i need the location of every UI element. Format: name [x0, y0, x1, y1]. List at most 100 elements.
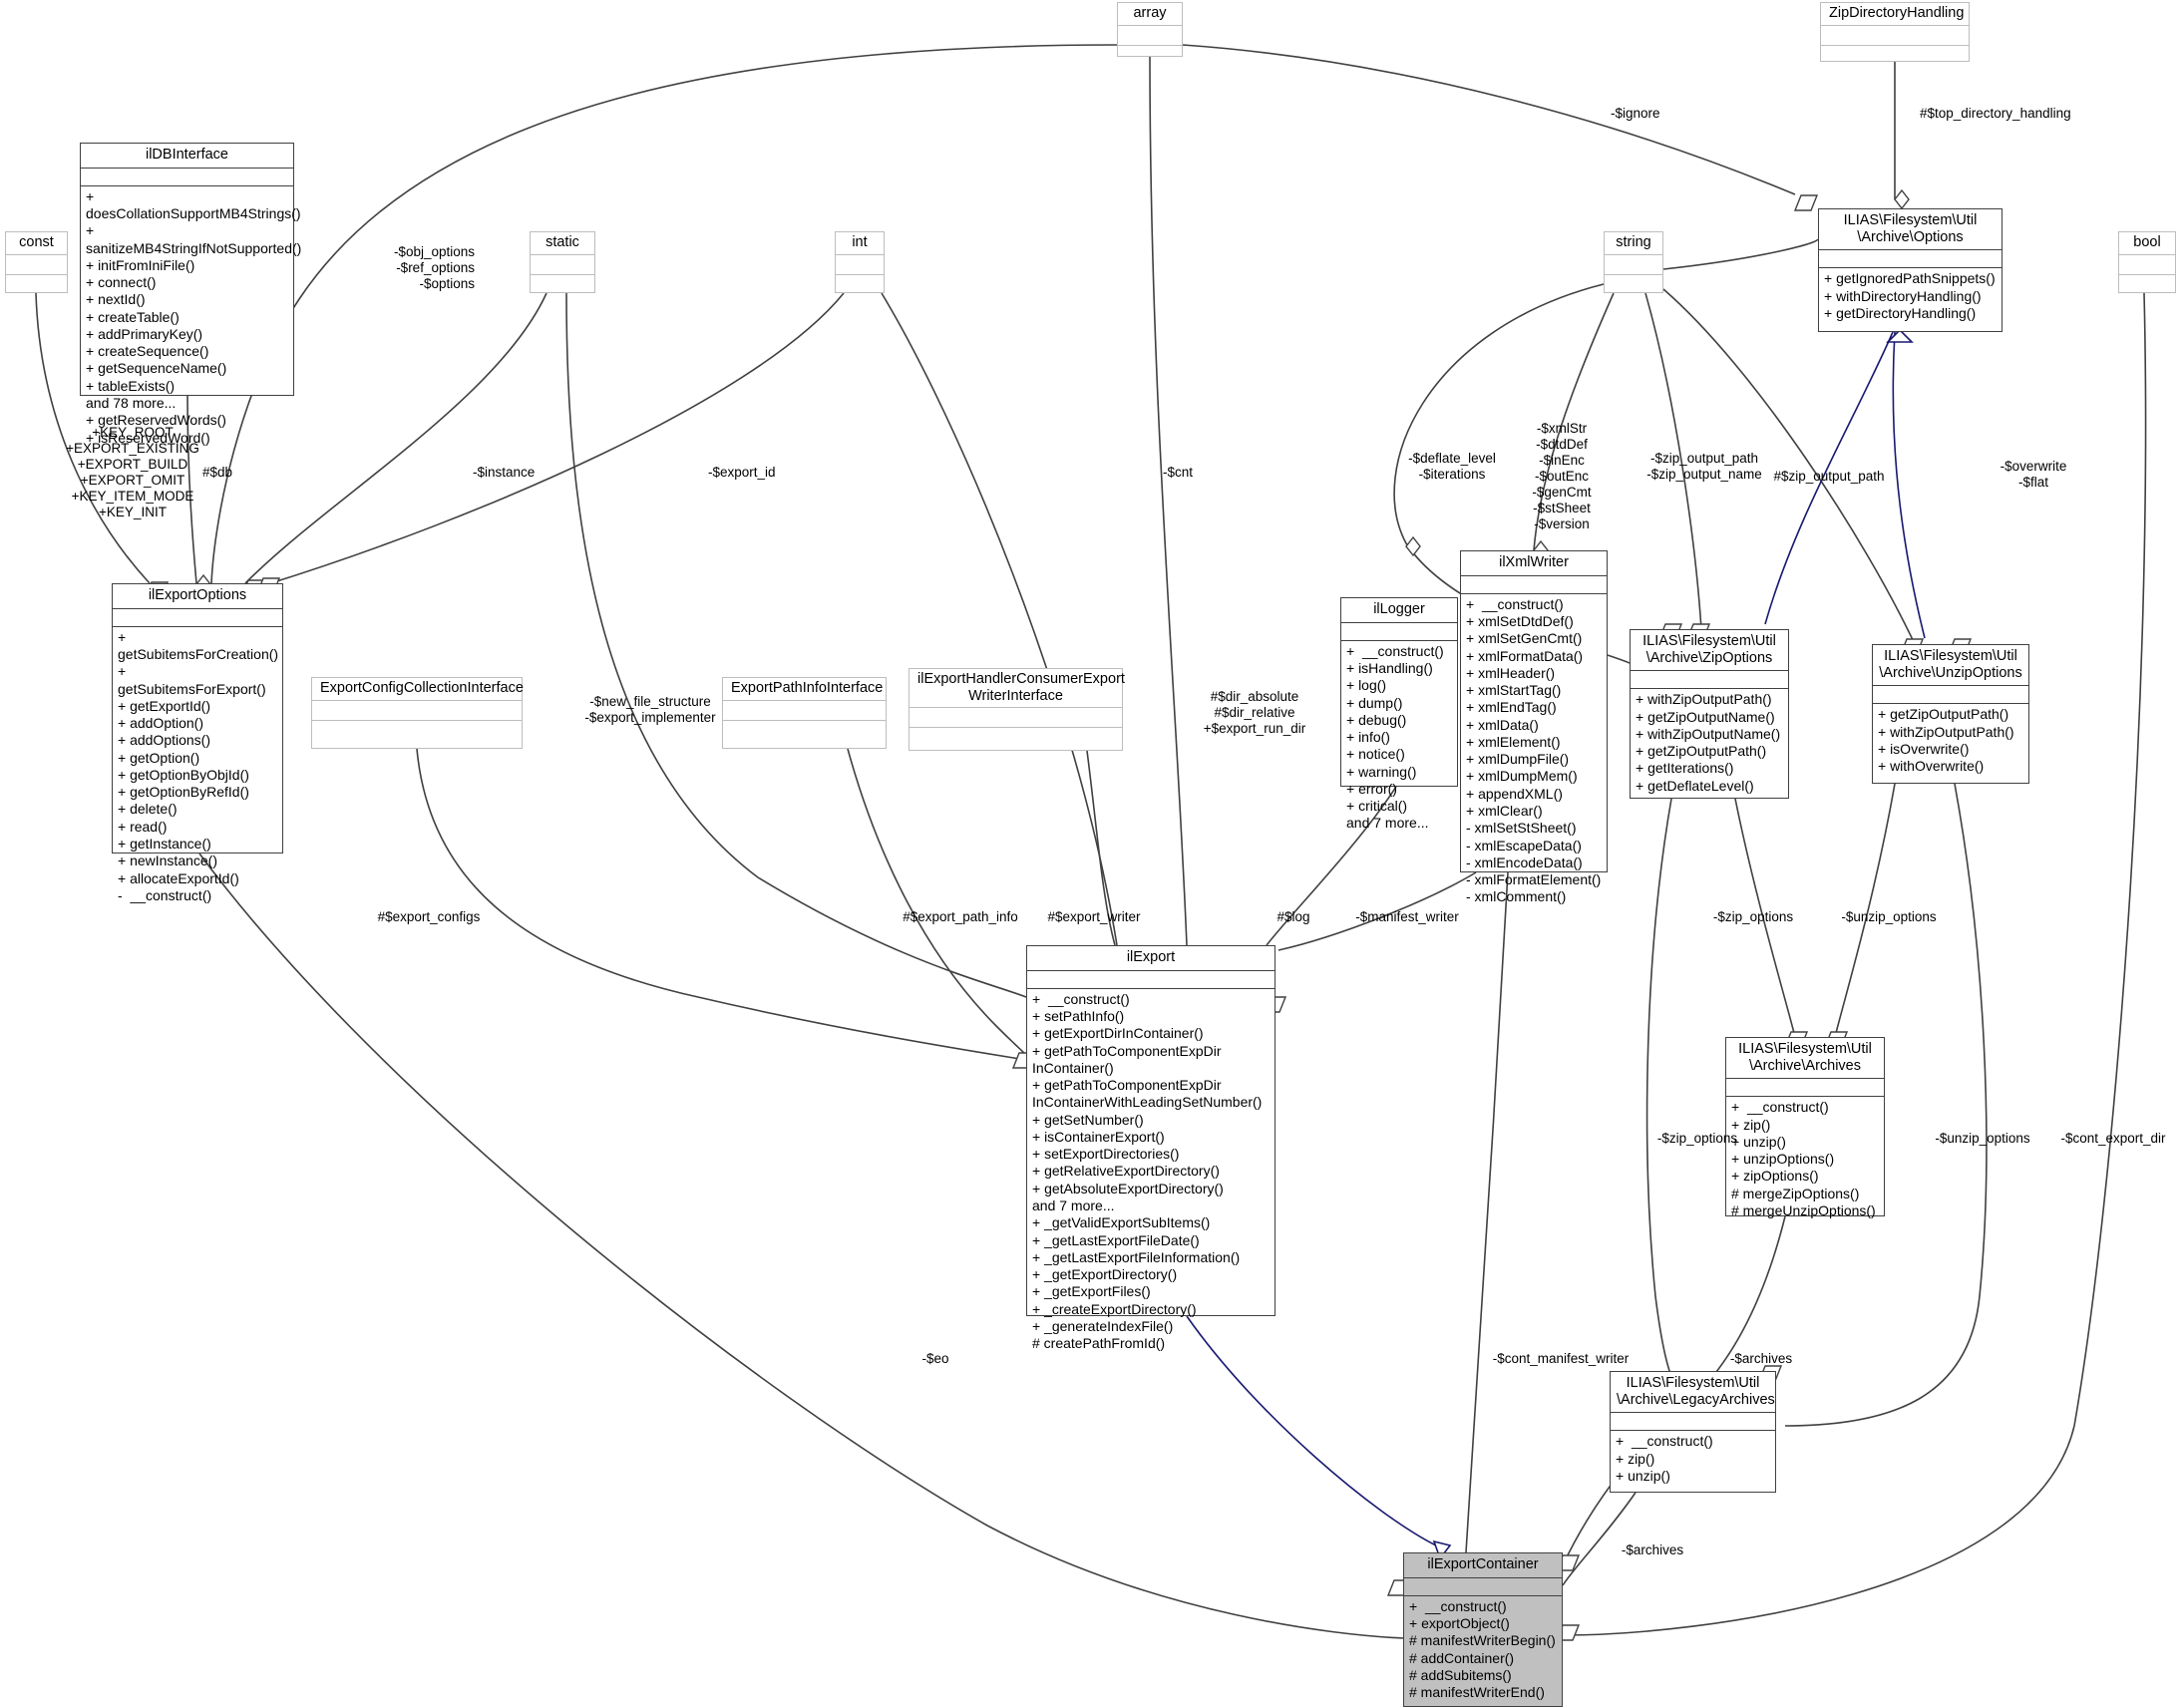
node-exportpathinfointerface[interactable]: ExportPathInfoInterface	[722, 677, 887, 749]
node-ilexport[interactable]: ilExport + __construct() + setPathInfo()…	[1026, 945, 1275, 1351]
node-title: ilExport	[1027, 946, 1274, 971]
edge-label-eo: -$eo	[921, 1351, 949, 1366]
op-item: + read()	[118, 818, 168, 835]
node-unzipoptions[interactable]: ILIAS\Filesystem\Util \Archive\UnzipOpti…	[1872, 644, 2029, 784]
node-bool[interactable]: bool	[2118, 231, 2176, 293]
edge-label-archives-2: -$archives	[1621, 1542, 1684, 1557]
op-item: + getDeflateLevel()	[1636, 777, 1754, 794]
op-item: + withZipOutputPath()	[1878, 723, 2014, 740]
op-item: # mergeZipOptions()	[1731, 1185, 1860, 1201]
edge-label-overwrite: -$overwrite -$flat	[2000, 459, 2067, 490]
node-attributes	[1404, 1577, 1562, 1596]
node-title: ILIAS\Filesystem\Util \Archive\UnzipOpti…	[1873, 645, 2028, 687]
node-operations: + __construct() + exportObject() # manif…	[1404, 1595, 1562, 1706]
edge-label-ignore: -$ignore	[1611, 106, 1660, 121]
node-title: ExportConfigCollectionInterface	[312, 678, 524, 701]
node-title: ilExportHandlerConsumerExport WriterInte…	[910, 669, 1125, 709]
op-item: + __construct()	[1731, 1099, 1829, 1116]
node-attributes	[1118, 26, 1182, 46]
op-item: + delete()	[118, 801, 178, 818]
op-item: + _getExportFiles()	[1032, 1283, 1151, 1300]
op-item: and 78 more...	[86, 395, 177, 412]
node-attributes	[1461, 576, 1607, 594]
edge-label-zip-options-2: -$zip_options	[1656, 1131, 1738, 1146]
op-item: + getZipOutputPath()	[1636, 743, 1767, 760]
op-item: + newInstance()	[118, 853, 217, 869]
op-item: + getExportId()	[118, 697, 210, 714]
node-ilexporthandlerconsumerexportwriterinterface[interactable]: ilExportHandlerConsumerExport WriterInte…	[909, 668, 1125, 754]
node-attributes	[723, 701, 886, 721]
op-item: + getPathToComponentExpDir InContainer()	[1032, 1042, 1222, 1076]
node-operations: + getZipOutputPath() + withZipOutputPath…	[1873, 704, 2028, 783]
node-operations: + __construct() + setPathInfo() + getExp…	[1027, 989, 1274, 1356]
op-item: + info()	[1346, 729, 1390, 746]
op-item: + getZipOutputPath()	[1878, 706, 2009, 723]
node-archives[interactable]: ILIAS\Filesystem\Util \Archive\Archives …	[1725, 1037, 1885, 1218]
op-item: + addPrimaryKey()	[86, 325, 203, 342]
op-item: + _getExportDirectory()	[1032, 1266, 1178, 1283]
node-title: ZipDirectoryHandling	[1821, 3, 1969, 26]
edge-label-cont-export-dir: -$cont_export_dir	[2060, 1131, 2166, 1146]
op-item: + unzipOptions()	[1731, 1151, 1835, 1168]
node-operations	[910, 728, 1122, 754]
op-item: and 7 more...	[1032, 1197, 1115, 1214]
node-ildbinterface[interactable]: ilDBInterface + doesCollationSupportMB4S…	[80, 143, 301, 446]
node-illogger[interactable]: ilLogger + __construct() + isHandling() …	[1340, 597, 1458, 831]
node-attributes	[1605, 255, 1662, 275]
op-item: + createTable()	[86, 308, 180, 325]
op-item: + allocateExportId()	[118, 869, 239, 886]
edge-label-manifest-writer: -$manifest_writer	[1355, 909, 1459, 924]
node-const[interactable]: const	[5, 231, 68, 293]
node-archive-options[interactable]: ILIAS\Filesystem\Util \Archive\Options +…	[1818, 208, 2002, 332]
op-item: + log()	[1346, 677, 1387, 694]
node-operations	[723, 721, 886, 748]
op-item: + xmlClear()	[1466, 803, 1543, 820]
op-item: + debug()	[1346, 711, 1407, 728]
node-legacyarchives[interactable]: ILIAS\Filesystem\Util \Archive\LegacyArc…	[1610, 1371, 1776, 1493]
node-static[interactable]: static	[530, 231, 595, 293]
node-operations	[2119, 275, 2175, 301]
node-attributes	[6, 255, 67, 275]
node-ilxmlwriter[interactable]: ilXmlWriter + __construct() + xmlSetDtdD…	[1460, 550, 1608, 904]
node-operations: + __construct() + isHandling() + log() +…	[1341, 641, 1457, 836]
op-item: # addSubitems()	[1409, 1666, 1512, 1683]
node-title: int	[836, 232, 884, 255]
op-item: + getOptionByRefId()	[118, 784, 249, 801]
op-item: + unzip()	[1731, 1133, 1786, 1150]
node-attributes	[1821, 26, 1969, 46]
node-zipdirectoryhandling[interactable]: ZipDirectoryHandling	[1820, 2, 1970, 62]
node-title: static	[531, 232, 594, 255]
op-item: + notice()	[1346, 746, 1405, 763]
node-exportconfigcollectioninterface[interactable]: ExportConfigCollectionInterface	[311, 677, 524, 749]
node-ilexportcontainer[interactable]: ilExportContainer + __construct() + expo…	[1403, 1552, 1563, 1707]
op-item: + getInstance()	[118, 836, 211, 853]
op-item: + initFromIniFile()	[86, 256, 195, 273]
edge-label-zip-output-path-protected: #$zip_output_path	[1773, 469, 1885, 484]
op-item: + withZipOutputName()	[1636, 725, 1781, 742]
node-title: const	[6, 232, 67, 255]
op-item: + __construct()	[1466, 595, 1564, 612]
op-item: - xmlSetStSheet()	[1466, 820, 1577, 837]
edge-label-dir-absolute: #$dir_absolute #$dir_relative +$export_r…	[1203, 689, 1306, 736]
node-operations: + __construct() + xmlSetDtdDef() + xmlSe…	[1461, 594, 1607, 909]
node-title: ExportPathInfoInterface	[723, 678, 886, 701]
node-ilexportoptions[interactable]: ilExportOptions + getSubitemsForCreation…	[112, 583, 283, 903]
op-item: + _createExportDirectory()	[1032, 1300, 1197, 1317]
edge-label-cnt: -$cnt	[1163, 465, 1194, 480]
node-zipoptions[interactable]: ILIAS\Filesystem\Util \Archive\ZipOption…	[1630, 629, 1789, 799]
node-operations	[1821, 46, 1969, 72]
edge-label-unzip-options: -$unzip_options	[1841, 909, 1937, 924]
edge-label-obj-options: -$obj_options -$ref_options -$options	[393, 244, 475, 291]
node-array[interactable]: array	[1117, 2, 1183, 57]
node-operations: + getSubitemsForCreation() + getSubitems…	[113, 627, 282, 908]
op-item: + isOverwrite()	[1878, 740, 1970, 757]
node-attributes	[531, 255, 594, 275]
node-attributes	[836, 255, 884, 275]
node-int[interactable]: int	[835, 231, 885, 293]
node-title: ILIAS\Filesystem\Util \Archive\Archives	[1726, 1038, 1884, 1080]
node-string[interactable]: string	[1604, 231, 1663, 293]
node-title: ilDBInterface	[81, 144, 293, 169]
op-item: # createPathFromId()	[1032, 1335, 1166, 1352]
op-item: + zipOptions()	[1731, 1168, 1819, 1185]
edge-label-deflate-level: -$deflate_level -$iterations	[1408, 451, 1496, 482]
